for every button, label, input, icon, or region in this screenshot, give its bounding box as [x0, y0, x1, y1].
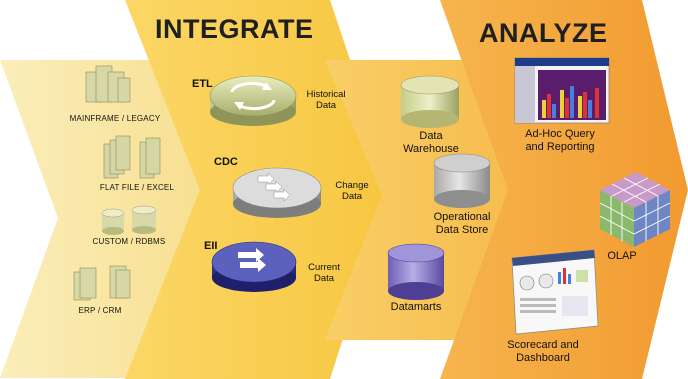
custom-rdbms-label: CUSTOM / RDBMS	[92, 237, 166, 246]
cdc-disk-icon	[232, 167, 322, 218]
etl-label: Historical Data	[306, 89, 346, 111]
eii-label: Current Data	[308, 262, 340, 284]
integrate-header: INTEGRATE	[155, 14, 314, 44]
olap-label: OLAP	[607, 250, 637, 262]
custom-rdbms-icon	[101, 205, 157, 235]
etl-disk-icon	[209, 75, 297, 126]
datamarts-icon	[387, 243, 445, 300]
adhoc-report-screenshot	[514, 57, 610, 124]
ods-label: Operational Data Store	[433, 211, 491, 236]
flatfile-label: FLAT FILE / EXCEL	[99, 183, 175, 192]
etl-tag: ETL	[192, 78, 213, 90]
olap-cube-icon	[599, 172, 671, 247]
datamarts-label: Datamarts	[390, 301, 442, 313]
scorecard-dashboard-screenshot	[511, 249, 599, 335]
data-warehouse-label: Data Warehouse	[403, 130, 459, 155]
data-warehouse-icon	[400, 75, 460, 128]
adhoc-label: Ad-Hoc Query and Reporting	[525, 128, 595, 153]
cdc-tag: CDC	[214, 156, 238, 168]
analyze-header: ANALYZE	[479, 18, 608, 48]
operational-data-store-icon	[433, 153, 491, 208]
analyze-band	[440, 0, 688, 379]
erp-crm-icon	[73, 265, 131, 301]
mainframe-label: MAINFRAME / LEGACY	[69, 114, 161, 123]
eii-disk-icon	[211, 241, 297, 292]
erp-crm-label: ERP / CRM	[78, 306, 122, 315]
flatfile-icon	[103, 135, 161, 179]
eii-tag: EII	[204, 240, 218, 252]
scorecard-label: Scorecard and Dashboard	[507, 339, 579, 364]
cdc-label: Change Data	[335, 180, 369, 202]
mainframe-icon	[85, 65, 131, 103]
